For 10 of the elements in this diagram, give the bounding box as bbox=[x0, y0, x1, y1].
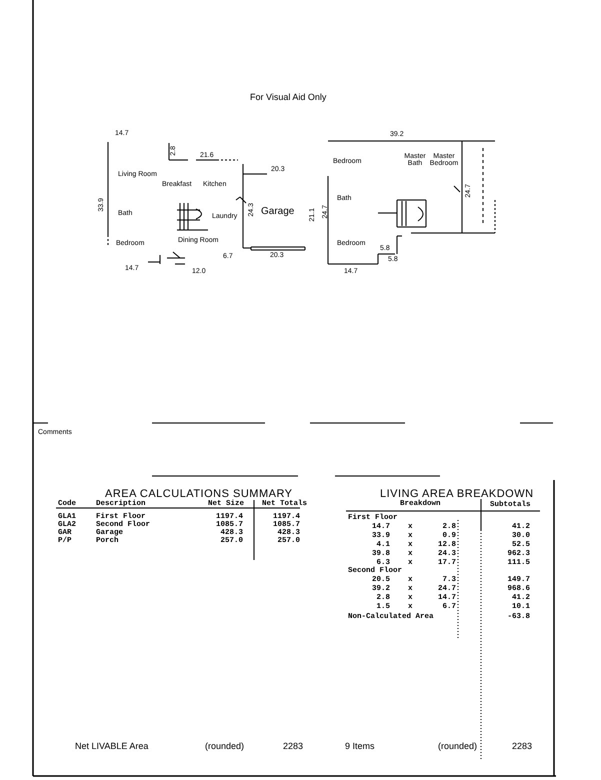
table-title: LIVING AREA BREAKDOWN bbox=[380, 489, 534, 500]
footer-text: (rounded) bbox=[205, 742, 244, 751]
footer-text: Net LIVABLE Area bbox=[75, 742, 148, 751]
footer-text: 9 Items bbox=[345, 742, 375, 751]
table-title: AREA CALCULATIONS SUMMARY bbox=[105, 489, 293, 500]
footer-text: 2283 bbox=[512, 742, 532, 751]
footer-text: (rounded) bbox=[438, 742, 478, 751]
footer-text: 2283 bbox=[283, 742, 304, 751]
room-label: Garage bbox=[261, 207, 294, 217]
plan-title: For Visual Aid Only bbox=[250, 93, 326, 102]
